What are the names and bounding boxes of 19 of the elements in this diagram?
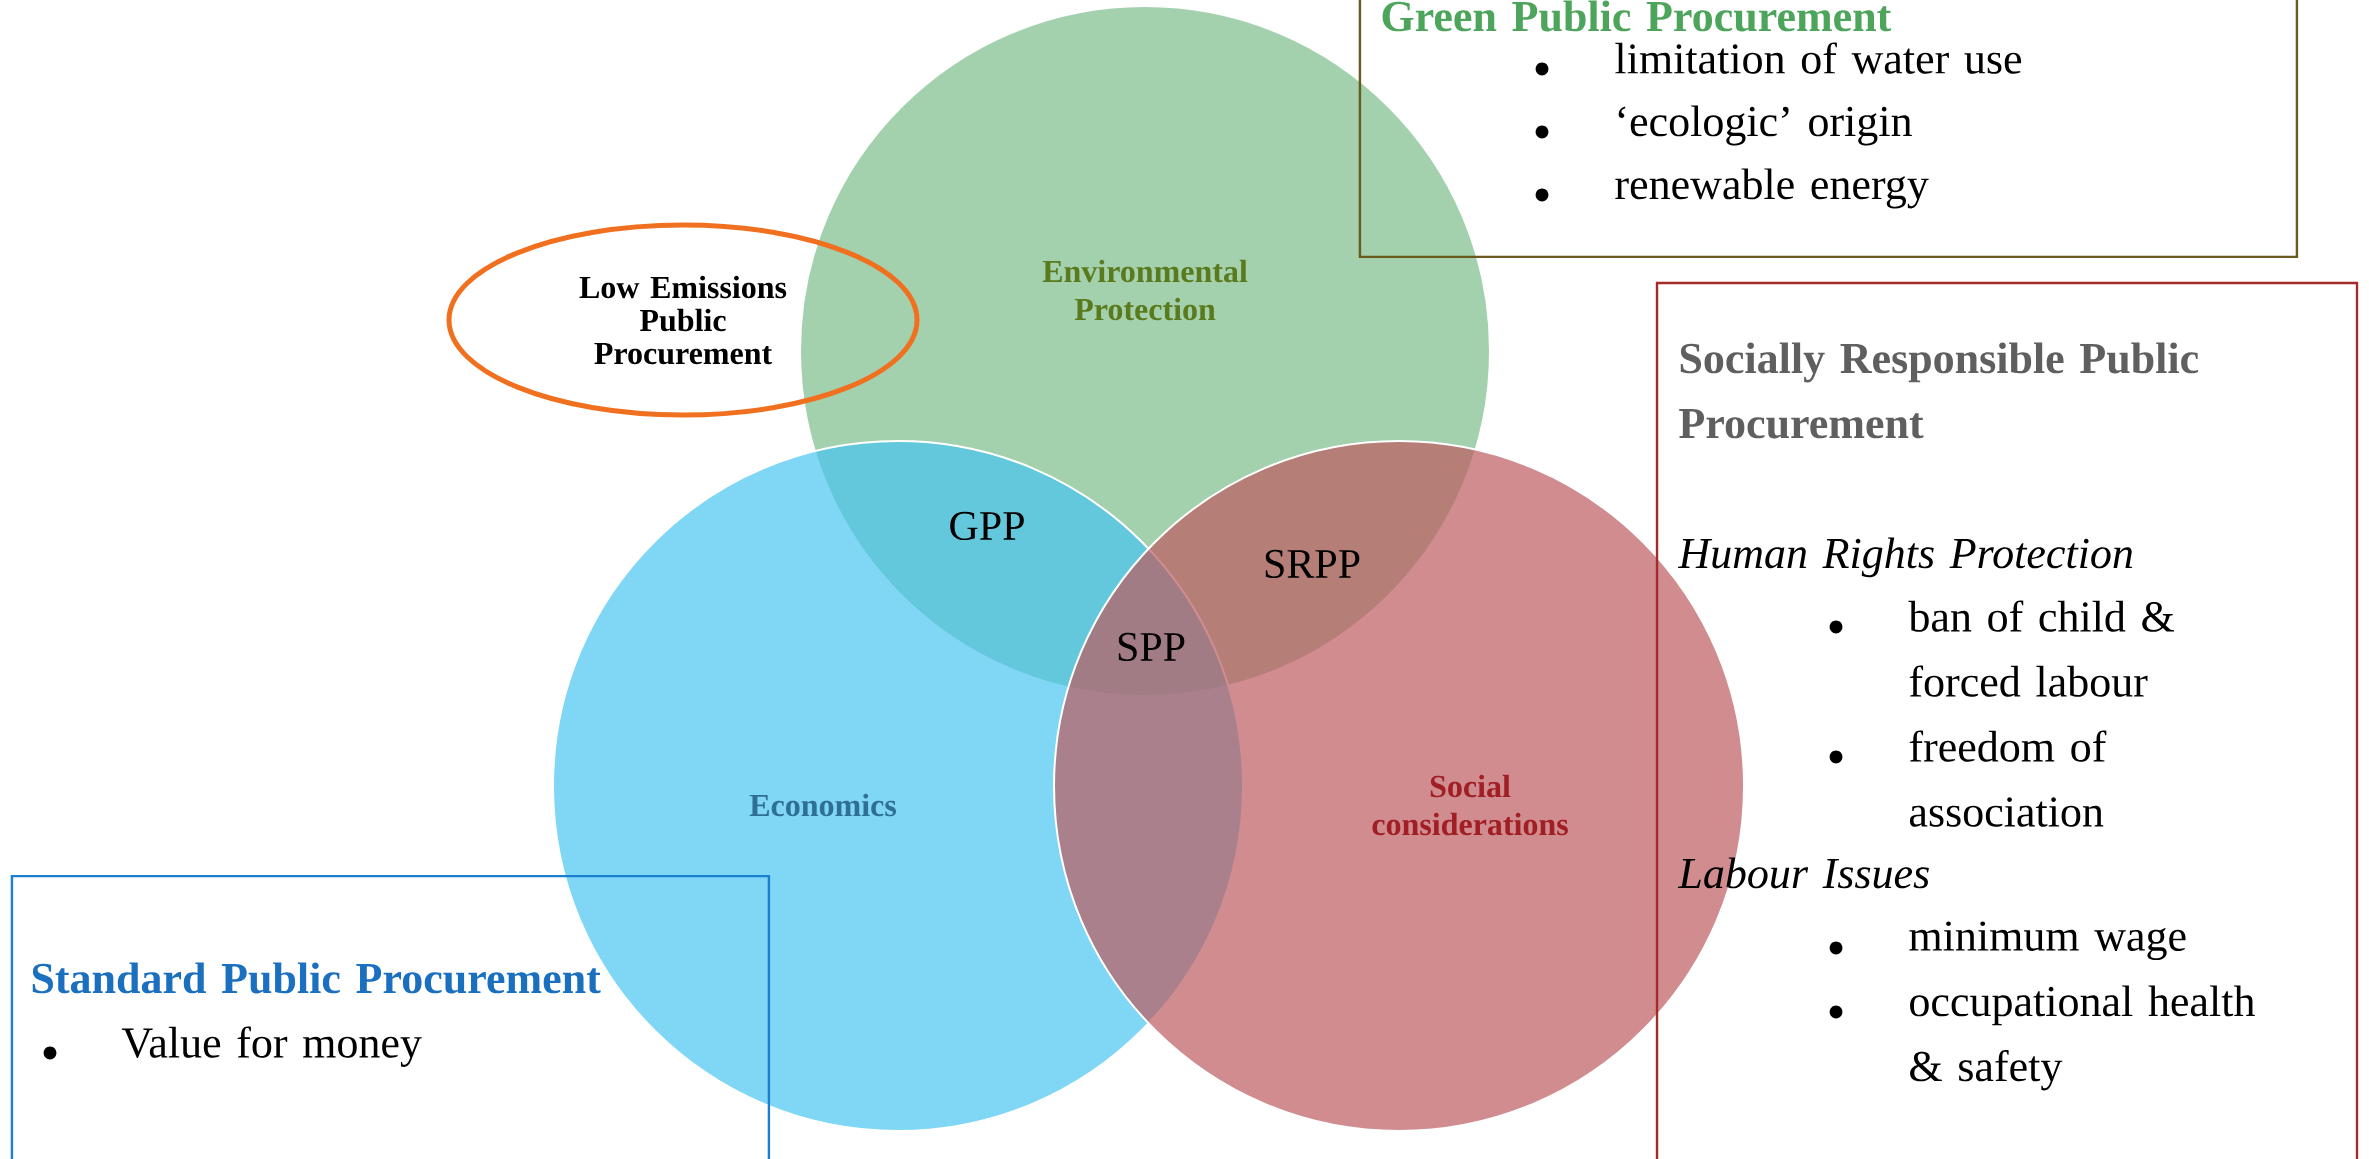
box-heading: Standard Public Procurement [32,962,601,994]
ellipse-label: Low Emissions Public Procurement [446,222,920,418]
bullet-item: freedom of association [1909,730,2107,827]
bullet-item: occupational health & safety [1910,985,2255,1091]
circle-label: Economics [749,793,896,817]
bullet-item: limitation of water use [1615,42,2022,74]
box-heading: Green Public Procurement [1382,0,1892,32]
subheading: Labour Issues [1677,857,1929,889]
bullet-item: ‘ecologic’ origin [1618,105,1912,146]
bullet-item: Value for money [121,1026,422,1067]
circle-label: Social considerations [1372,774,1568,836]
region-label: SPP [1118,632,1185,662]
region-label: SRPP [1265,549,1360,579]
circle-label: Environmental Protection [1042,259,1248,321]
bullet-item: minimum wage [1909,921,2186,961]
box-heading: Socially Responsible Public Procurement [1679,342,2199,439]
bullet-item: renewable energy [1615,168,1929,209]
subheading: Human Rights Protection [1677,537,2133,578]
region-label: GPP [950,511,1024,541]
